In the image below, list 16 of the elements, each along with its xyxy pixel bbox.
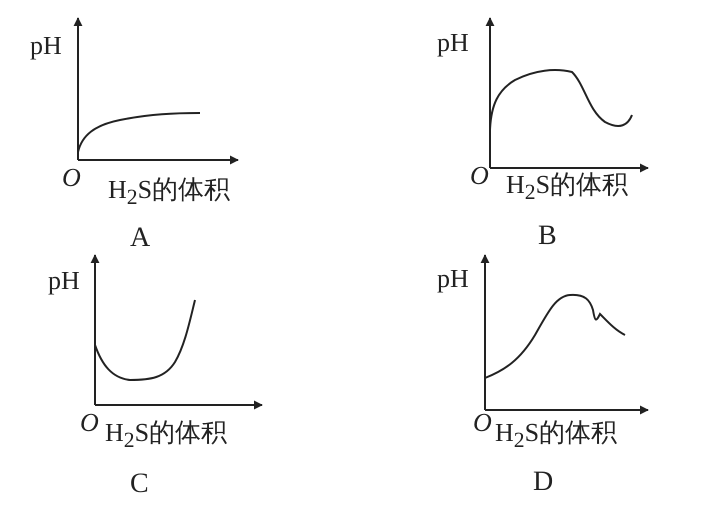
axis-label: pH bbox=[437, 30, 469, 56]
axis-label: pH bbox=[437, 266, 469, 292]
panel-label: B bbox=[538, 222, 557, 250]
axis-label: pH bbox=[30, 33, 62, 59]
panel-label: D bbox=[533, 468, 554, 496]
axis-label: pH bbox=[48, 268, 80, 294]
origin-label: O bbox=[62, 165, 81, 191]
axis-label: H$_{2}$S的体积 bbox=[495, 420, 618, 452]
axis-label: H$_{2}$S的体积 bbox=[506, 172, 628, 204]
origin-label: O bbox=[80, 410, 99, 436]
panel-label: A bbox=[130, 224, 150, 252]
axis-label: H$_{2}$S的体积 bbox=[108, 177, 230, 209]
panel-label: C bbox=[130, 470, 149, 498]
axis-label: H$_{2}$S的体积 bbox=[105, 420, 228, 452]
origin-label: O bbox=[473, 410, 492, 436]
origin-label: O bbox=[470, 163, 489, 189]
